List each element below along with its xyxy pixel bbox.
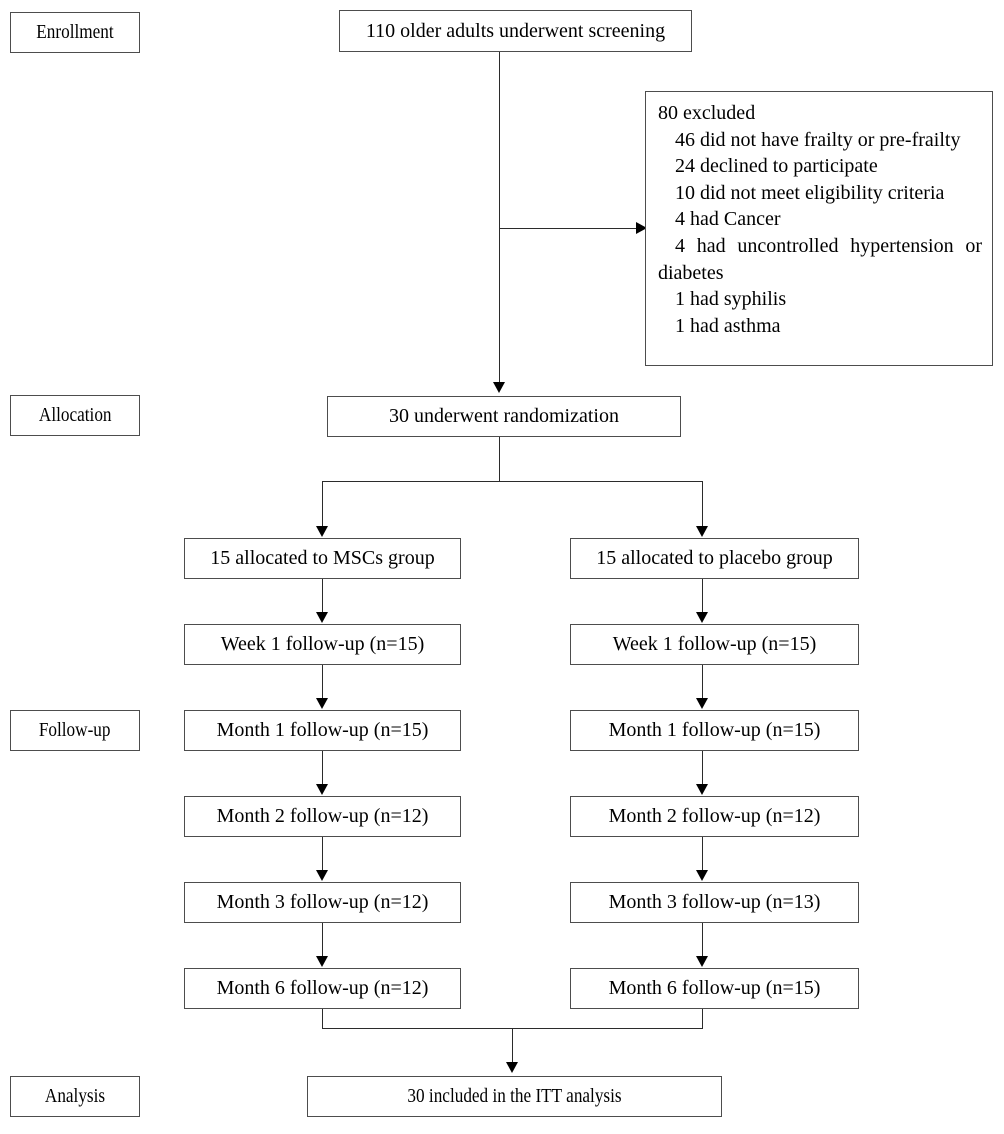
connector-screened-to-randomization [499, 52, 500, 384]
node-followup-mscs: Month 6 follow-up (n=12) [184, 968, 461, 1009]
connector-placebo-month2-to-month3 [702, 837, 703, 871]
stage-label-analysis-text: Analysis [44, 1085, 106, 1107]
node-randomization: 30 underwent randomization [327, 396, 681, 437]
node-screened: 110 older adults underwent screening [339, 10, 692, 52]
arrowhead-to-mscs-allocation [316, 526, 328, 537]
arrowhead-placebo-month3 [696, 870, 708, 881]
exclusion-reason: 4 had Cancer [675, 208, 781, 231]
exclusions-heading: 80 excluded [658, 102, 756, 124]
connector-split-left [322, 481, 323, 527]
stage-label-allocation-text: Allocation [38, 404, 112, 426]
connector-placebo-to-merge [702, 1009, 703, 1029]
arrowhead-placebo-month6 [696, 956, 708, 967]
arrowhead-to-randomization [493, 382, 505, 393]
connector-merge-to-itt [512, 1028, 513, 1064]
arrowhead-mscs-month3 [316, 870, 328, 881]
connector-placebo-week1-to-month1 [702, 665, 703, 699]
connector-split-right [702, 481, 703, 527]
node-allocated-mscs: 15 allocated to MSCs group [184, 538, 461, 579]
exclusion-reason: 1 had asthma [675, 314, 781, 337]
connector-to-exclusions [499, 228, 639, 229]
arrowhead-to-exclusions [636, 222, 647, 234]
connector-mscs-week1-to-month1 [322, 665, 323, 699]
connector-mscs-month2-to-month3 [322, 837, 323, 871]
stage-label-enrollment: Enrollment [10, 12, 140, 53]
node-followup-mscs: Week 1 follow-up (n=15) [184, 624, 461, 665]
stage-label-followup: Follow-up [10, 710, 140, 751]
arrowhead-mscs-month2 [316, 784, 328, 795]
exclusion-reason: 46 did not have frailty or pre-frailty [675, 128, 961, 151]
node-followup-mscs: Month 3 follow-up (n=12) [184, 882, 461, 923]
arrowhead-mscs-month6 [316, 956, 328, 967]
exclusion-reason: 4 had uncontrolled hypertension or diabe… [658, 234, 982, 284]
exclusion-reason: 1 had syphilis [675, 288, 787, 311]
arrowhead-mscs-week1 [316, 612, 328, 623]
stage-label-enrollment-text: Enrollment [36, 21, 114, 43]
node-allocated-placebo: 15 allocated to placebo group [570, 538, 859, 579]
connector-mscs-month3-to-month6 [322, 923, 323, 957]
node-followup-placebo: Month 1 follow-up (n=15) [570, 710, 859, 751]
node-exclusions: 80 excluded 46 did not have frailty or p… [645, 91, 993, 366]
arrowhead-to-placebo-allocation [696, 526, 708, 537]
stage-label-followup-text: Follow-up [39, 719, 111, 741]
node-followup-mscs: Month 1 follow-up (n=15) [184, 710, 461, 751]
node-followup-placebo: Month 6 follow-up (n=15) [570, 968, 859, 1009]
connector-randomization-split-bar [322, 481, 703, 482]
node-itt-analysis-text: 30 included in the ITT analysis [407, 1085, 622, 1107]
node-followup-placebo: Month 3 follow-up (n=13) [570, 882, 859, 923]
node-followup-placebo: Month 2 follow-up (n=12) [570, 796, 859, 837]
arrowhead-placebo-month2 [696, 784, 708, 795]
exclusion-reason: 10 did not meet eligibility criteria [675, 181, 945, 204]
arrowhead-placebo-week1 [696, 612, 708, 623]
stage-label-analysis: Analysis [10, 1076, 140, 1117]
node-followup-mscs: Month 2 follow-up (n=12) [184, 796, 461, 837]
arrowhead-to-itt [506, 1062, 518, 1073]
connector-placebo-month3-to-month6 [702, 923, 703, 957]
node-itt-analysis: 30 included in the ITT analysis [307, 1076, 722, 1117]
node-followup-placebo: Week 1 follow-up (n=15) [570, 624, 859, 665]
connector-mscs-alloc-to-week1 [322, 579, 323, 613]
connector-mscs-month1-to-month2 [322, 751, 323, 785]
arrowhead-placebo-month1 [696, 698, 708, 709]
exclusion-reason: 24 declined to participate [675, 155, 878, 178]
connector-placebo-month1-to-month2 [702, 751, 703, 785]
arrowhead-mscs-month1 [316, 698, 328, 709]
connector-randomization-stem [499, 437, 500, 481]
connector-mscs-to-merge [322, 1009, 323, 1029]
stage-label-allocation: Allocation [10, 395, 140, 436]
connector-placebo-alloc-to-week1 [702, 579, 703, 613]
